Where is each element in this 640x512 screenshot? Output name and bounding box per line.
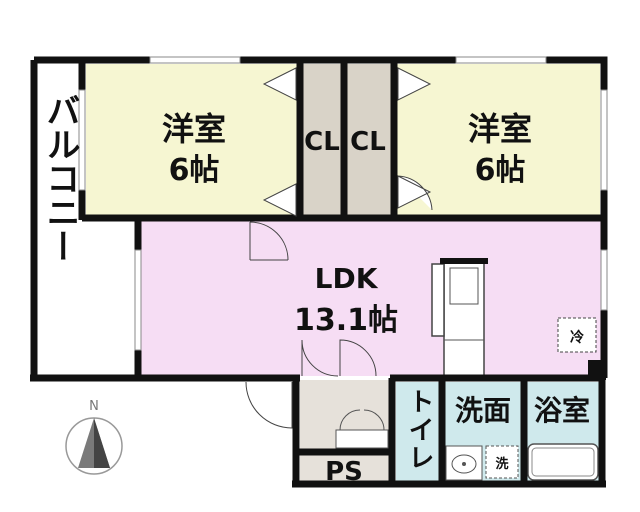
fridge-space	[557, 317, 597, 353]
ldk-size: 13.1帖	[294, 303, 398, 338]
toilet-area	[396, 382, 440, 482]
closet-right-area	[344, 64, 394, 216]
bathroom-label: 浴室	[534, 394, 590, 427]
kitchen-wall-partition	[431, 263, 445, 337]
balcony-label: バルコニー	[40, 93, 80, 263]
toilet-label: トイレ	[404, 388, 434, 472]
doors	[245, 67, 433, 429]
shoe-cabinet	[335, 429, 389, 449]
kitchen-sink	[449, 267, 479, 305]
ldk-area	[140, 220, 602, 376]
pipe-space-area	[300, 454, 392, 484]
west-bedroom-area	[86, 64, 300, 216]
fridge-space-label: 冷	[570, 329, 584, 346]
washroom-label: 洗面	[455, 394, 511, 427]
west-bedroom-name: 洋室	[162, 110, 226, 148]
closet-left-label: CL	[304, 127, 340, 157]
washer-space	[485, 445, 519, 479]
ldk-name: LDK	[315, 262, 379, 295]
washer-space-label: 洗	[495, 456, 508, 472]
compass-north-label: N	[89, 399, 99, 414]
compass: N	[65, 399, 123, 475]
bathtub	[527, 443, 599, 481]
closet-left-area	[300, 64, 344, 216]
east-bedroom-size: 6帖	[475, 153, 526, 188]
east-bedroom-name: 洋室	[468, 110, 532, 148]
west-bedroom-size: 6帖	[169, 153, 220, 188]
pipe-space-label: PS	[325, 457, 363, 487]
windows	[78, 56, 608, 351]
closet-right-label: CL	[350, 127, 386, 157]
